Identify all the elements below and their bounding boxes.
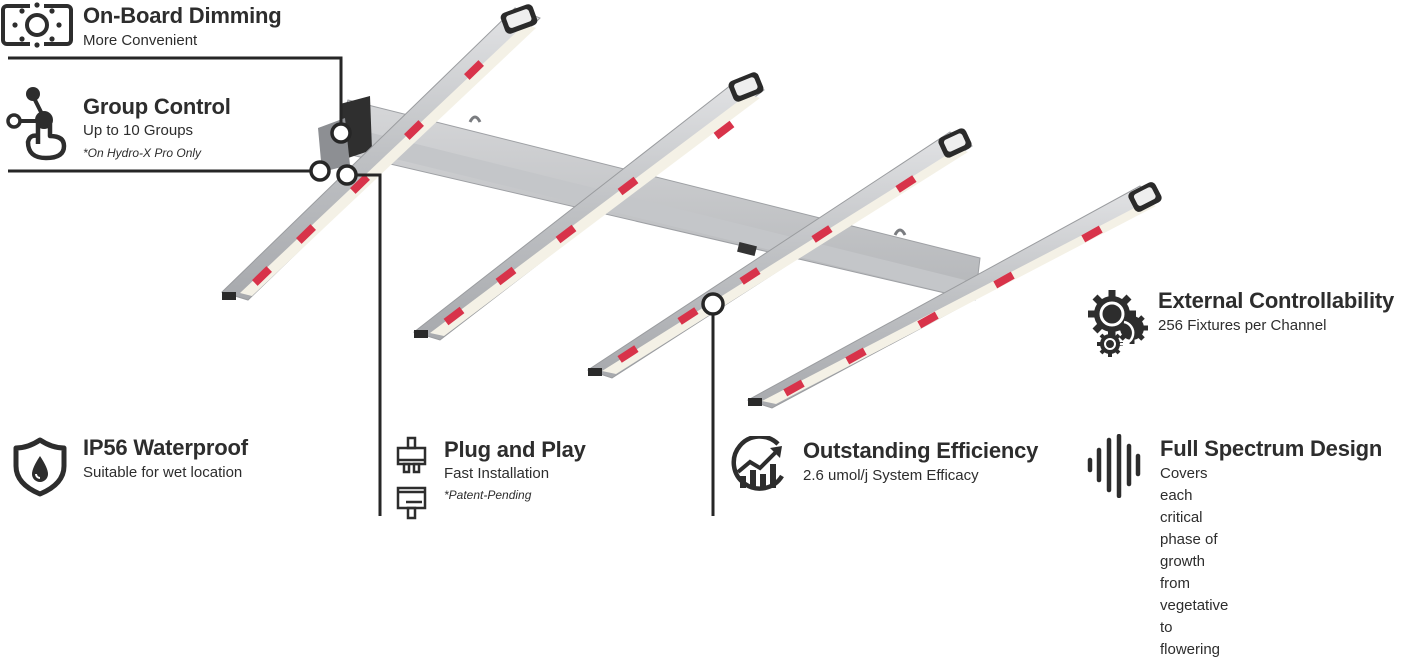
callout-dot-plug xyxy=(336,164,358,186)
callout-lines xyxy=(8,56,725,516)
description-line: vegetative to flowering xyxy=(1160,597,1229,658)
sun-dimmer-icon xyxy=(1,2,73,48)
led-bar-3 xyxy=(586,128,973,379)
feature-title: IP56 Waterproof xyxy=(83,435,248,460)
feature-subtitle: Fast Installation xyxy=(444,465,550,482)
callout-dot-group xyxy=(309,160,331,182)
feature-subtitle: Suitable for wet location xyxy=(83,464,243,481)
feature-subtitle: More Convenient xyxy=(83,32,198,49)
description-line: Covers each critical xyxy=(1160,465,1208,526)
feature-title: Full Spectrum Design xyxy=(1160,436,1383,461)
spectrum-bars-icon xyxy=(1087,434,1141,498)
feature-title: External Controllability xyxy=(1158,288,1395,313)
growth-chart-icon xyxy=(731,436,784,491)
feature-subtitle: 256 Fixtures per Channel xyxy=(1158,317,1327,334)
shield-drop-icon xyxy=(13,437,67,497)
led-bar-2 xyxy=(412,72,765,341)
plug-connector-icon xyxy=(396,436,427,520)
grow-light-fixture-illustration xyxy=(221,4,1162,409)
feature-subtitle: Up to 10 Groups xyxy=(83,122,194,139)
feature-note: *Patent-Pending xyxy=(444,488,532,502)
callout-dot-efficiency xyxy=(701,292,725,316)
gears-icon xyxy=(1088,290,1148,357)
touch-node-icon xyxy=(6,87,67,161)
feature-title: On-Board Dimming xyxy=(83,3,282,28)
feature-title: Plug and Play xyxy=(444,437,586,462)
callout-dot-dimming xyxy=(330,122,352,144)
feature-note: *On Hydro-X Pro Only xyxy=(83,146,202,160)
feature-title: Outstanding Efficiency xyxy=(803,438,1039,463)
feature-title: Group Control xyxy=(83,94,231,119)
feature-description: Covers each critical phase of growth fro… xyxy=(1160,463,1228,661)
led-bar-1 xyxy=(221,4,541,301)
description-line: phase of growth from xyxy=(1160,531,1218,592)
feature-subtitle: 2.6 umol/j System Efficacy xyxy=(803,467,979,484)
led-bar-4 xyxy=(746,182,1162,409)
